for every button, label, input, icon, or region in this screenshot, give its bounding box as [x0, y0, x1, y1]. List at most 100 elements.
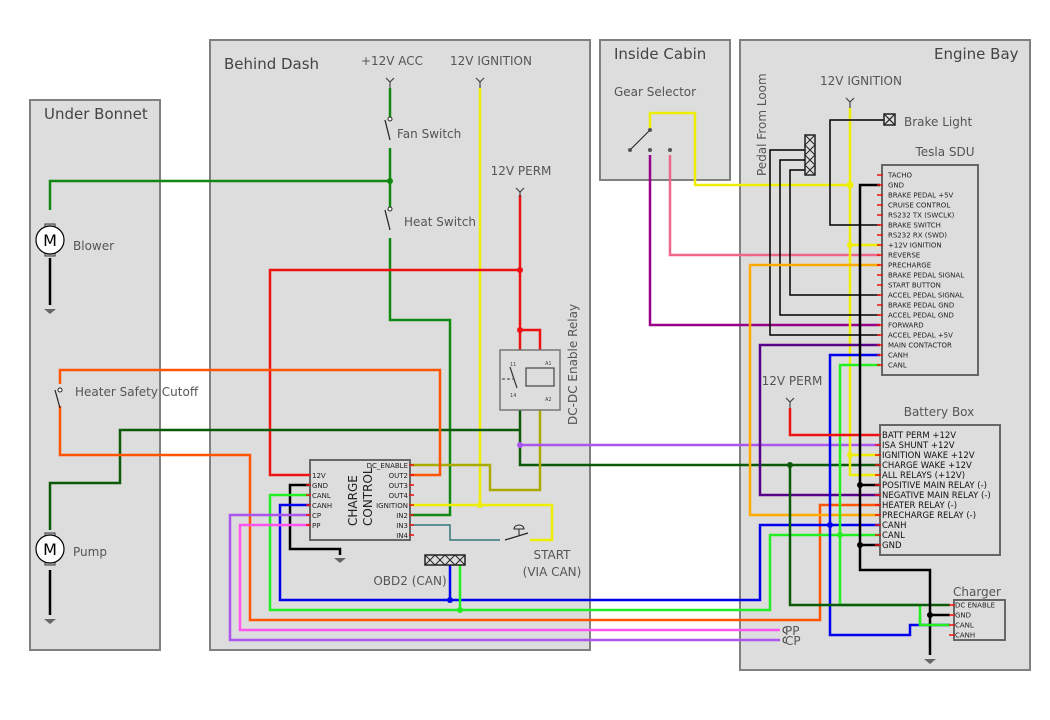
- start-button[interactable]: START (VIA CAN): [504, 524, 581, 579]
- relay-pin-a2: A2: [545, 397, 552, 403]
- wire-gear-reverse: [668, 155, 880, 257]
- battery-box-pin: CANH: [882, 521, 907, 531]
- tesla-sdu-pin: BRAKE SWITCH: [888, 222, 941, 230]
- junction-dot: [927, 612, 933, 618]
- junction-dot: [517, 442, 523, 448]
- tesla-sdu-pin: ACCEL PEDAL +5V: [888, 332, 953, 340]
- tesla-sdu-pin: GND: [888, 182, 904, 190]
- junction-dot: [517, 327, 523, 333]
- engine-ignition-label: 12V IGNITION: [820, 74, 902, 88]
- junction-dot: [827, 522, 833, 528]
- dcdc-enable-relay: 11 14 A1 A2 DC-DC Enable Relay: [499, 304, 580, 425]
- charge-control-pin: OUT2: [389, 472, 408, 480]
- charge-control-pin: IGNITION: [376, 502, 408, 510]
- wire-pp: [238, 523, 780, 632]
- brake-light-label: Brake Light: [904, 115, 972, 129]
- wire-sdu-canh: [828, 353, 950, 637]
- supply-arrow-icon: [515, 187, 525, 197]
- tesla-sdu-pin: START BUTTON: [888, 282, 941, 290]
- junction-dot: [447, 597, 453, 603]
- dcdc-relay-label: DC-DC Enable Relay: [566, 304, 580, 425]
- wire-perm-dash: [268, 195, 522, 477]
- tesla-sdu-pins: TACHO GND BRAKE PEDAL +5V CRUISE CONTROL RS2…: [877, 172, 964, 370]
- panel-title-behind-dash: Behind Dash: [224, 55, 319, 73]
- charge-control-title-line1: CHARGE: [346, 475, 360, 526]
- wire-pump-feed: [48, 428, 520, 530]
- charger-pin: CANH: [955, 632, 975, 640]
- charger-pins: DC ENABLE GND CANL CANH: [949, 602, 995, 640]
- wire-cp: [228, 513, 780, 642]
- tesla-sdu-pin: BRAKE PEDAL SIGNAL: [888, 272, 964, 280]
- wire-precharge: [748, 263, 880, 517]
- wire-engine-ignition: [848, 108, 880, 477]
- charge-control-pin: IN4: [396, 532, 408, 540]
- perm-supply: 12V PERM: [491, 164, 552, 197]
- battery-box-pin: BATT PERM +12V: [882, 431, 956, 441]
- junctions: [387, 178, 933, 618]
- obd2-connector[interactable]: OBD2 (CAN): [373, 554, 466, 588]
- heat-switch-label: Heat Switch: [404, 215, 476, 229]
- ground-icon: [924, 659, 936, 664]
- tesla-sdu-pin: MAIN CONTACTOR: [888, 342, 952, 350]
- junction-dot: [847, 242, 853, 248]
- gear-selector[interactable]: Gear Selector: [614, 85, 696, 152]
- gear-selector-label: Gear Selector: [614, 85, 696, 99]
- perm-label: 12V PERM: [491, 164, 552, 178]
- wire-canl-bus: [268, 493, 880, 612]
- pedal-connector[interactable]: Pedal From Loom: [755, 73, 816, 176]
- wire-pedal-2: [779, 159, 880, 316]
- acc-label: +12V ACC: [361, 54, 423, 68]
- wire-main-contactor: [758, 343, 880, 497]
- fan-switch[interactable]: Fan Switch: [384, 116, 461, 148]
- pp-label: PP: [785, 624, 799, 638]
- relay-pin-11: 11: [510, 362, 516, 368]
- charge-control-pin: IN2: [396, 512, 408, 520]
- tesla-sdu-pin: BRAKE PEDAL GND: [888, 302, 954, 310]
- fan-switch-label: Fan Switch: [397, 127, 461, 141]
- charge-control-pin: GND: [312, 482, 328, 490]
- charger-pin: DC ENABLE: [955, 602, 995, 610]
- wire-cc-gnd: [288, 483, 342, 555]
- junction-dot: [847, 452, 853, 458]
- junction-dot: [477, 502, 483, 508]
- wires: [48, 88, 950, 655]
- ignition-label: 12V IGNITION: [450, 54, 532, 68]
- tesla-sdu-pin: +12V IGNITION: [888, 242, 942, 250]
- tesla-sdu-pin: TACHO: [887, 172, 913, 180]
- wire-brake-light: [829, 119, 884, 226]
- charge-control-pin: OUT4: [389, 492, 409, 500]
- charger-pin: GND: [955, 612, 971, 620]
- wire-in3-start: [410, 524, 500, 541]
- wire-gear-forward: [648, 155, 880, 327]
- tesla-sdu-pin: FORWARD: [888, 322, 924, 330]
- battery-box-pin: HEATER RELAY (-): [882, 501, 957, 511]
- battery-box-pin: ISA SHUNT +12V: [882, 441, 955, 451]
- junction-dot: [857, 482, 863, 488]
- charger-pin: CANL: [955, 622, 974, 630]
- junction-dot: [787, 462, 793, 468]
- wire-gear-ignition: [648, 111, 850, 187]
- wire-relay-a2-dc-enable: [410, 400, 542, 492]
- tesla-sdu-pin: RS232 RX (SWD): [888, 232, 947, 240]
- tesla-sdu-pin: CRUISE CONTROL: [888, 202, 950, 210]
- wire-engine-perm: [788, 408, 880, 437]
- supply-arrow-icon: [475, 77, 485, 88]
- panel-title-inside-cabin: Inside Cabin: [614, 45, 706, 63]
- pump-motor: M Pump: [35, 532, 107, 566]
- wire-heater-cutoff-relay: [58, 405, 880, 622]
- wire-heat-in2: [388, 238, 452, 517]
- tesla-sdu-pin: BRAKE PEDAL +5V: [888, 192, 954, 200]
- engine-perm-supply: 12V PERM: [762, 374, 822, 408]
- charge-control-pin: CANH: [312, 502, 332, 510]
- supply-arrow-icon: [385, 77, 395, 88]
- charge-control-pin: PP: [312, 522, 320, 530]
- battery-box-title: Battery Box: [904, 405, 975, 419]
- pp-terminal: PP: [782, 624, 799, 638]
- obd2-label: OBD2 (CAN): [373, 574, 446, 588]
- engine-ignition-supply: 12V IGNITION: [820, 74, 902, 108]
- blower-motor: M Blower: [35, 223, 114, 257]
- battery-box-pin: NEGATIVE MAIN RELAY (-): [882, 491, 991, 501]
- charge-control-pin: OUT3: [389, 482, 408, 490]
- heat-switch[interactable]: Heat Switch: [384, 206, 476, 238]
